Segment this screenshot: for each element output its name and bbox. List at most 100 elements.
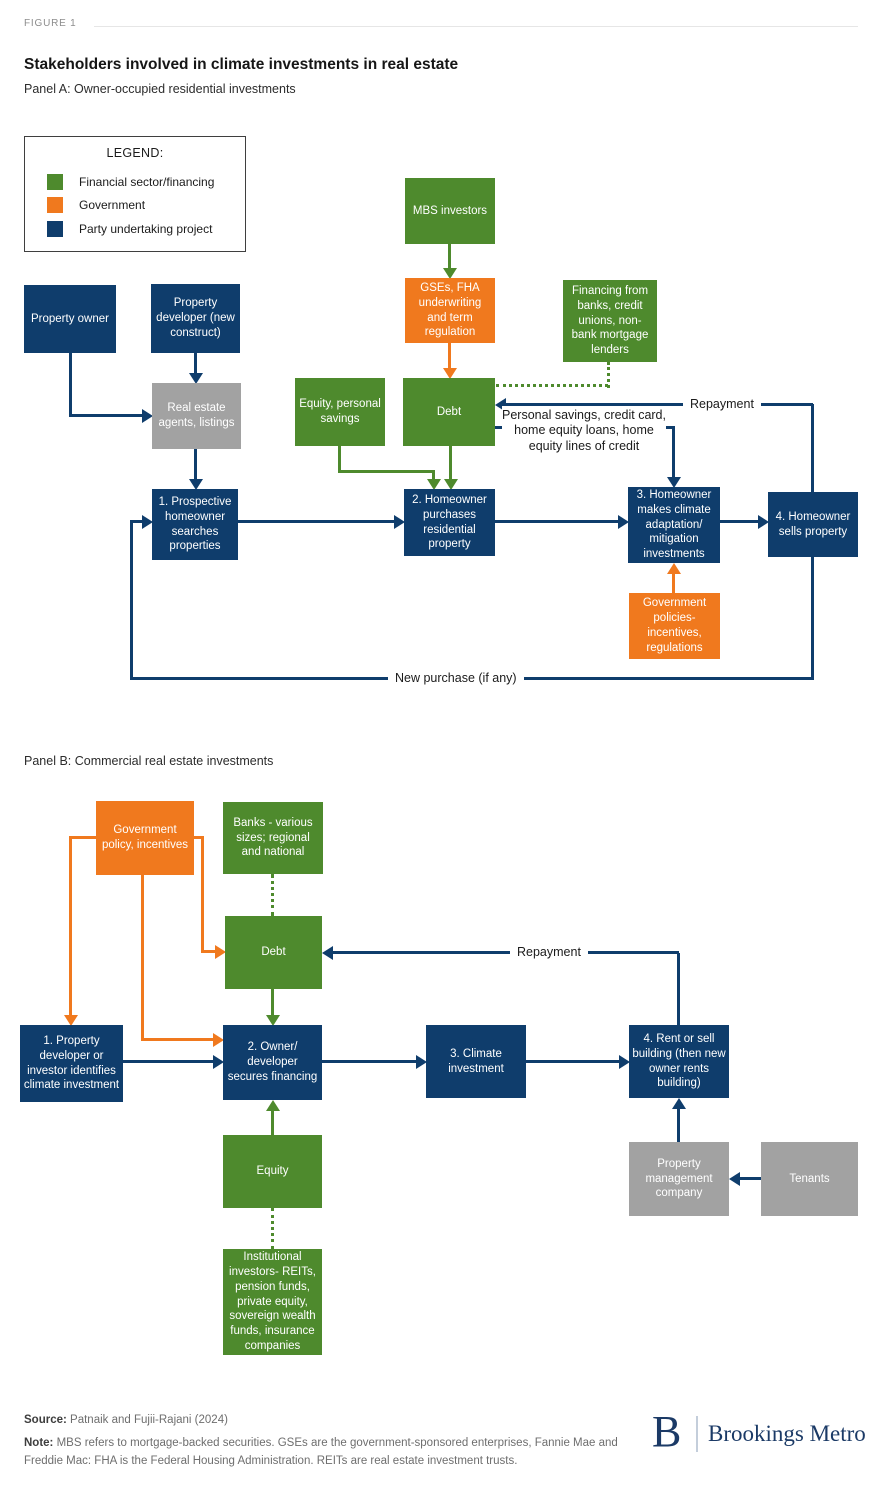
dotted-connector [271, 1208, 274, 1249]
logo-separator [696, 1416, 698, 1452]
connector [432, 470, 435, 480]
source-label: Source: [24, 1414, 67, 1426]
arrowhead-right [215, 945, 226, 959]
source-text: Patnaik and Fujii-Rajani (2024) [70, 1414, 228, 1426]
panel-a-label: Panel A: Owner-occupied residential inve… [24, 82, 296, 96]
node-real-estate-agents: Real estate agents, listings [152, 383, 241, 449]
node-step3-a: 3. Homeowner makes climate adaptation/ m… [628, 487, 720, 563]
connector [141, 1038, 213, 1041]
node-debt-a: Debt [403, 378, 495, 446]
legend-box: LEGEND: Financial sector/financing Gover… [24, 136, 246, 252]
connector [194, 353, 197, 373]
arrowhead-left [729, 1172, 740, 1186]
note-label: Note: [24, 1437, 54, 1449]
connector [141, 875, 144, 1041]
connector [271, 989, 274, 1015]
node-government-policies: Government policies- incentives, regulat… [629, 593, 720, 659]
connector [811, 557, 814, 680]
connector [448, 244, 451, 269]
arrowhead-down [667, 477, 681, 488]
connector [526, 1060, 619, 1063]
arrowhead-down [189, 373, 203, 384]
node-property-owner: Property owner [24, 285, 116, 353]
page-title: Stakeholders involved in climate investm… [24, 56, 459, 73]
repayment-label: Repayment [683, 396, 761, 412]
node-financing-banks: Financing from banks, credit unions, non… [563, 280, 657, 362]
dotted-connector [607, 362, 610, 388]
node-property-developer: Property developer (new construct) [151, 284, 240, 353]
arrowhead-down [443, 268, 457, 279]
connector [332, 951, 679, 954]
arrowhead-right [213, 1033, 224, 1047]
arrowhead-right [618, 515, 629, 529]
connector [448, 343, 451, 369]
arrowhead-down [64, 1015, 78, 1026]
personal-savings-label: Personal savings, credit card, home equi… [502, 406, 666, 456]
node-step4-b: 4. Rent or sell building (then new owner… [629, 1025, 729, 1098]
arrowhead-down [444, 479, 458, 490]
connector [672, 426, 675, 477]
connector [130, 520, 142, 523]
legend-swatch-government [47, 197, 63, 213]
arrowhead-up [672, 1098, 686, 1109]
connector [495, 520, 618, 523]
node-banks: Banks - various sizes; regional and nati… [223, 802, 323, 874]
legend-item-party: Party undertaking project [79, 222, 213, 236]
connector [271, 1110, 274, 1135]
connector [194, 836, 204, 839]
connector [322, 1060, 416, 1063]
note-line: Note: MBS refers to mortgage-backed secu… [24, 1435, 624, 1471]
repayment-label-b: Repayment [510, 944, 588, 960]
connector [238, 520, 394, 523]
arrowhead-left [322, 946, 333, 960]
connector [130, 520, 133, 680]
brookings-metro-wordmark: Brookings Metro [708, 1421, 866, 1446]
note-text: MBS refers to mortgage-backed securities… [24, 1437, 618, 1467]
legend-item-government: Government [79, 198, 146, 212]
connector [69, 836, 96, 839]
node-step4-a: 4. Homeowner sells property [768, 492, 858, 557]
node-gses-fha: GSEs, FHA underwriting and term regulati… [405, 278, 495, 343]
arrowhead-right [619, 1055, 630, 1069]
arrowhead-down [427, 479, 441, 490]
node-step2-b: 2. Owner/ developer secures financing [223, 1025, 322, 1100]
arrowhead-right [142, 515, 153, 529]
connector [201, 836, 204, 953]
arrowhead-down [266, 1015, 280, 1026]
connector [677, 1108, 680, 1142]
connector [69, 836, 72, 1015]
arrowhead-down [443, 368, 457, 379]
arrowhead-right [394, 515, 405, 529]
arrowhead-right [416, 1055, 427, 1069]
arrowhead-left [495, 398, 506, 412]
node-mbs-investors: MBS investors [405, 178, 495, 244]
source-line: Source: Patnaik and Fujii-Rajani (2024) [24, 1414, 228, 1426]
dotted-connector [496, 384, 608, 387]
panel-b-label: Panel B: Commercial real estate investme… [24, 754, 274, 768]
node-gov-policy-b: Government policy, incentives [96, 801, 194, 875]
arrowhead-right [142, 409, 153, 423]
arrowhead-right [758, 515, 769, 529]
arrowhead-up [667, 563, 681, 574]
node-debt-b: Debt [225, 916, 322, 989]
figure-label: FIGURE 1 [24, 18, 77, 29]
node-institutional-investors: Institutional investors- REITs, pension … [223, 1249, 322, 1355]
connector [69, 414, 142, 417]
node-step1-a: 1. Prospective homeowner searches proper… [152, 489, 238, 560]
node-property-management: Property management company [629, 1142, 729, 1216]
connector [720, 520, 758, 523]
connector [672, 573, 675, 593]
connector [69, 353, 72, 417]
legend-swatch-party [47, 221, 63, 237]
connector [739, 1177, 761, 1180]
arrowhead-up [266, 1100, 280, 1111]
new-purchase-label: New purchase (if any) [388, 670, 524, 686]
node-equity-b: Equity [223, 1135, 322, 1208]
node-step2-a: 2. Homeowner purchases residential prope… [404, 489, 495, 556]
connector [505, 403, 813, 406]
node-step3-b: 3. Climate investment [426, 1025, 526, 1098]
legend-item-financial: Financial sector/financing [79, 175, 215, 189]
connector [123, 1060, 213, 1063]
connector [201, 950, 215, 953]
